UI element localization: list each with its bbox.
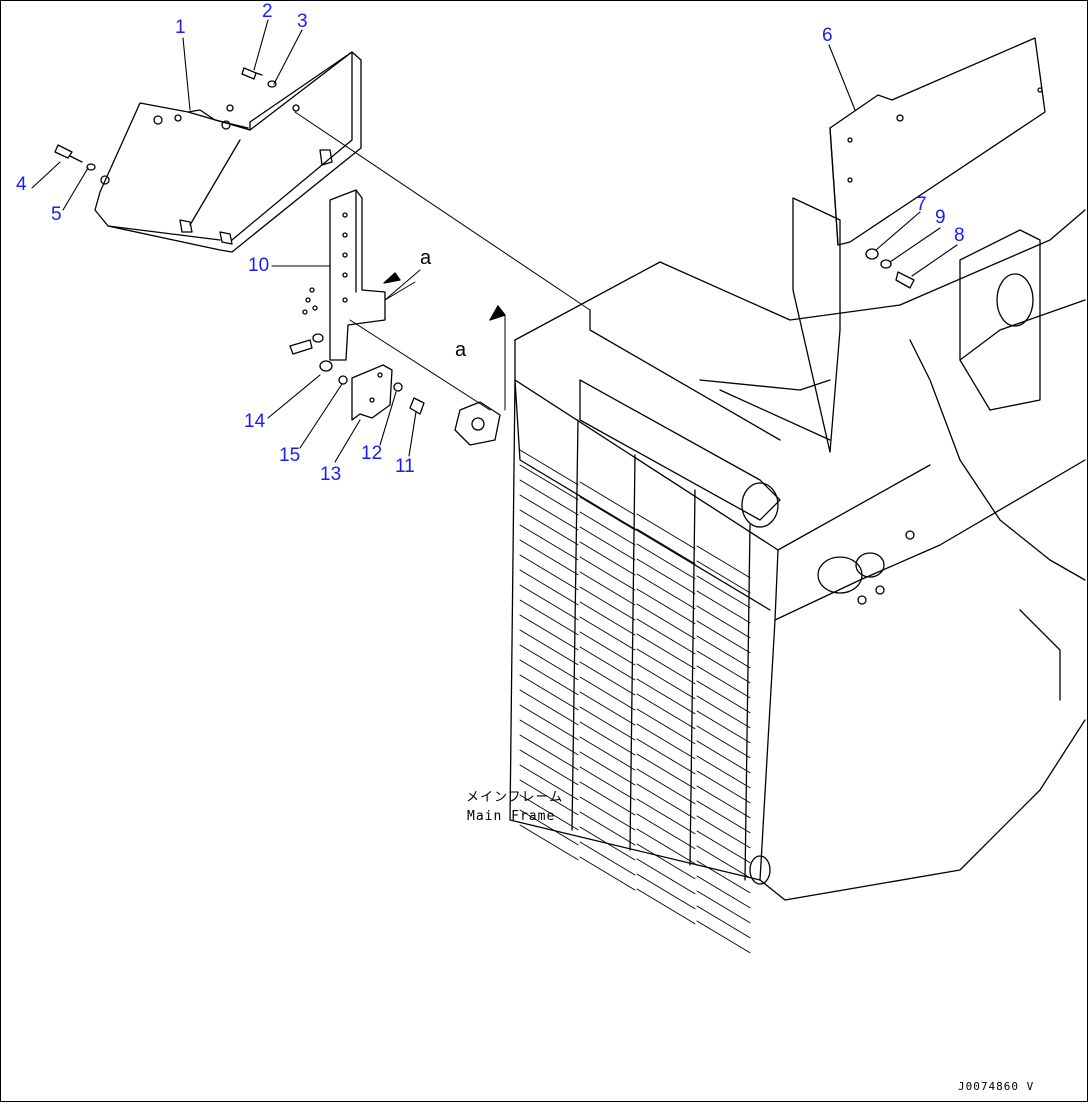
callout-14: 14 (244, 411, 266, 432)
callout-10: 10 (248, 255, 270, 276)
callout-3: 3 (297, 11, 308, 32)
callout-2: 2 (262, 1, 273, 22)
part-13-bracket (351, 364, 393, 421)
bolt-4-5 (54, 144, 96, 171)
radiator-grid (519, 449, 751, 954)
callout-13: 13 (320, 464, 342, 485)
callout-7: 7 (916, 194, 927, 215)
callout-8: 8 (954, 225, 965, 246)
fasteners-7-8-9 (865, 248, 915, 289)
assembly-lines (294, 111, 591, 411)
callout-12: 12 (361, 443, 383, 464)
callout-5: 5 (51, 204, 62, 225)
callout-9: 9 (935, 207, 946, 228)
drawing-id: J0074860 V (958, 1080, 1035, 1093)
view-letter-a-upper: a (420, 247, 432, 269)
main-frame-label-jp: メインフレーム (466, 790, 564, 805)
callout-4: 4 (16, 174, 27, 195)
main-frame-assembly (454, 209, 1086, 901)
view-arrows (383, 272, 506, 321)
main-frame-label-en: Main Frame (467, 809, 556, 824)
callout-15: 15 (279, 445, 301, 466)
fasteners-11-12-14-15 (319, 360, 425, 415)
callout-11: 11 (395, 456, 415, 477)
part-1-cover (94, 51, 362, 253)
callout-6: 6 (822, 25, 833, 46)
part-6-plate (792, 37, 1046, 453)
view-letter-a-lower: a (455, 339, 467, 361)
part-10-bracket (289, 189, 386, 361)
callout-1: 1 (175, 17, 186, 38)
bolt-2-3 (241, 67, 277, 88)
leader-lines (31, 19, 958, 463)
